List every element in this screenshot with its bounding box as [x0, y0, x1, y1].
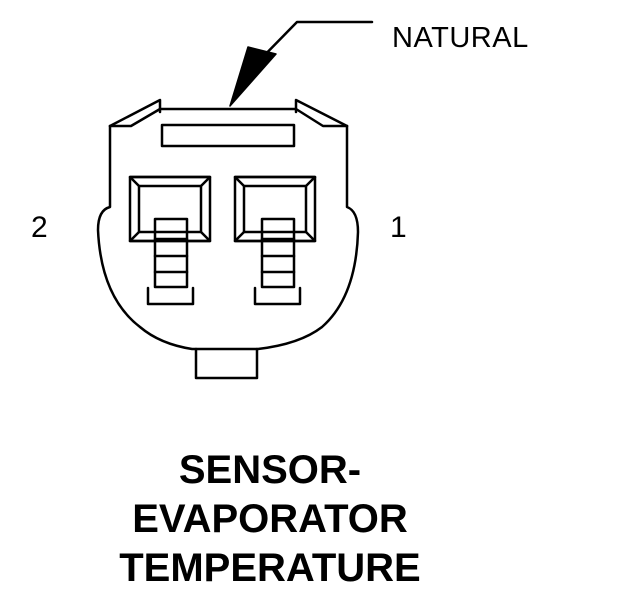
connector-key-tab — [194, 347, 259, 380]
title-line-2: EVAPORATOR — [132, 497, 408, 541]
title-line-3: TEMPERATURE — [119, 546, 421, 590]
title-line-1: SENSOR- — [178, 448, 362, 492]
pin-label-2: 2 — [31, 211, 48, 244]
connector-latch — [108, 98, 349, 148]
callout-leader — [229, 20, 374, 107]
terminal-cavity-pin-1 — [233, 175, 317, 306]
color-callout-label: NATURAL — [392, 22, 529, 54]
pin-label-1: 1 — [390, 211, 407, 244]
terminal-cavity-pin-2 — [128, 175, 212, 306]
callout-arrowhead — [229, 46, 277, 107]
connector-body — [96, 124, 360, 351]
component-title: SENSOR- EVAPORATOR TEMPERATURE — [0, 446, 540, 593]
